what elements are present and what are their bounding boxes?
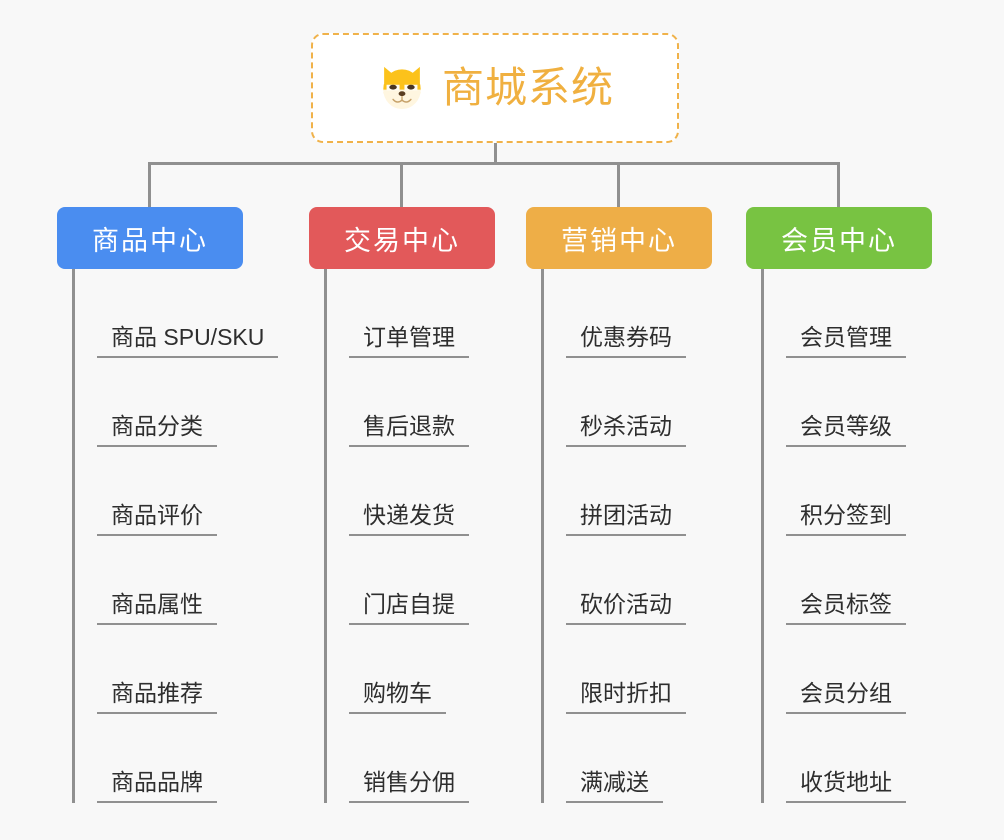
list-item[interactable]: 门店自提 (327, 536, 524, 625)
leaf-label: 商品推荐 (97, 679, 217, 714)
list-item[interactable]: 会员等级 (764, 358, 961, 447)
branch-column-3: 营销中心 优惠券码 秒杀活动 拼团活动 砍价活动 限时折扣 满减送 (526, 207, 741, 803)
leaf-label: 快递发货 (349, 501, 469, 536)
list-item[interactable]: 收货地址 (764, 714, 961, 803)
leaf-label: 购物车 (349, 679, 446, 714)
leaf-label: 商品 SPU/SKU (97, 323, 279, 358)
branch-header-label: 交易中心 (344, 225, 460, 256)
list-item[interactable]: 会员分组 (764, 625, 961, 714)
leaf-label: 商品分类 (97, 412, 217, 447)
branch-column-1: 商品中心 商品 SPU/SKU 商品分类 商品评价 商品属性 商品推荐 商品品牌 (57, 207, 307, 803)
leaf-label: 会员标签 (786, 590, 906, 625)
list-item[interactable]: 砍价活动 (544, 536, 741, 625)
leaf-label: 门店自提 (349, 590, 469, 625)
branch-header-2[interactable]: 交易中心 (309, 207, 495, 269)
branch-column-2: 交易中心 订单管理 售后退款 快递发货 门店自提 购物车 销售分佣 (309, 207, 524, 803)
branch-header-label: 营销中心 (561, 225, 677, 256)
list-item[interactable]: 商品属性 (75, 536, 307, 625)
leaf-label: 满减送 (566, 768, 663, 803)
connector-drop-1 (148, 162, 151, 207)
leaf-label: 秒杀活动 (566, 412, 686, 447)
connector-root-stem (494, 143, 497, 165)
branch-leaf-list-4: 会员管理 会员等级 积分签到 会员标签 会员分组 收货地址 (761, 269, 961, 803)
leaf-label: 会员等级 (786, 412, 906, 447)
list-item[interactable]: 积分签到 (764, 447, 961, 536)
list-item[interactable]: 购物车 (327, 625, 524, 714)
connector-drop-3 (617, 162, 620, 207)
list-item[interactable]: 拼团活动 (544, 447, 741, 536)
list-item[interactable]: 商品评价 (75, 447, 307, 536)
leaf-label: 商品评价 (97, 501, 217, 536)
leaf-label: 会员分组 (786, 679, 906, 714)
list-item[interactable]: 商品 SPU/SKU (75, 269, 307, 358)
list-item[interactable]: 订单管理 (327, 269, 524, 358)
leaf-label: 商品属性 (97, 590, 217, 625)
list-item[interactable]: 商品品牌 (75, 714, 307, 803)
list-item[interactable]: 优惠券码 (544, 269, 741, 358)
list-item[interactable]: 满减送 (544, 714, 741, 803)
leaf-label: 商品品牌 (97, 768, 217, 803)
leaf-label: 售后退款 (349, 412, 469, 447)
connector-horizontal-bus (148, 162, 840, 165)
list-item[interactable]: 秒杀活动 (544, 358, 741, 447)
branch-leaf-list-3: 优惠券码 秒杀活动 拼团活动 砍价活动 限时折扣 满减送 (541, 269, 741, 803)
list-item[interactable]: 售后退款 (327, 358, 524, 447)
root-node[interactable]: 商城系统 (311, 33, 679, 143)
list-item[interactable]: 限时折扣 (544, 625, 741, 714)
leaf-label: 收货地址 (786, 768, 906, 803)
leaf-label: 限时折扣 (566, 679, 686, 714)
branch-leaf-list-1: 商品 SPU/SKU 商品分类 商品评价 商品属性 商品推荐 商品品牌 (72, 269, 307, 803)
leaf-label: 销售分佣 (349, 768, 469, 803)
branch-header-label: 商品中心 (92, 225, 208, 256)
leaf-label: 订单管理 (349, 323, 469, 358)
list-item[interactable]: 商品分类 (75, 358, 307, 447)
leaf-label: 优惠券码 (566, 323, 686, 358)
connector-drop-4 (837, 162, 840, 207)
shiba-dog-icon (383, 66, 421, 110)
leaf-label: 砍价活动 (566, 590, 686, 625)
branch-leaf-list-2: 订单管理 售后退款 快递发货 门店自提 购物车 销售分佣 (324, 269, 524, 803)
leaf-label: 拼团活动 (566, 501, 686, 536)
list-item[interactable]: 会员管理 (764, 269, 961, 358)
connector-drop-2 (400, 162, 403, 207)
list-item[interactable]: 快递发货 (327, 447, 524, 536)
branch-header-4[interactable]: 会员中心 (746, 207, 932, 269)
leaf-label: 积分签到 (786, 501, 906, 536)
list-item[interactable]: 销售分佣 (327, 714, 524, 803)
leaf-label: 会员管理 (786, 323, 906, 358)
branch-header-3[interactable]: 营销中心 (526, 207, 712, 269)
branch-column-4: 会员中心 会员管理 会员等级 积分签到 会员标签 会员分组 收货地址 (746, 207, 961, 803)
list-item[interactable]: 商品推荐 (75, 625, 307, 714)
root-title: 商城系统 (441, 64, 614, 111)
list-item[interactable]: 会员标签 (764, 536, 961, 625)
branch-header-label: 会员中心 (781, 225, 897, 256)
branch-header-1[interactable]: 商品中心 (57, 207, 243, 269)
